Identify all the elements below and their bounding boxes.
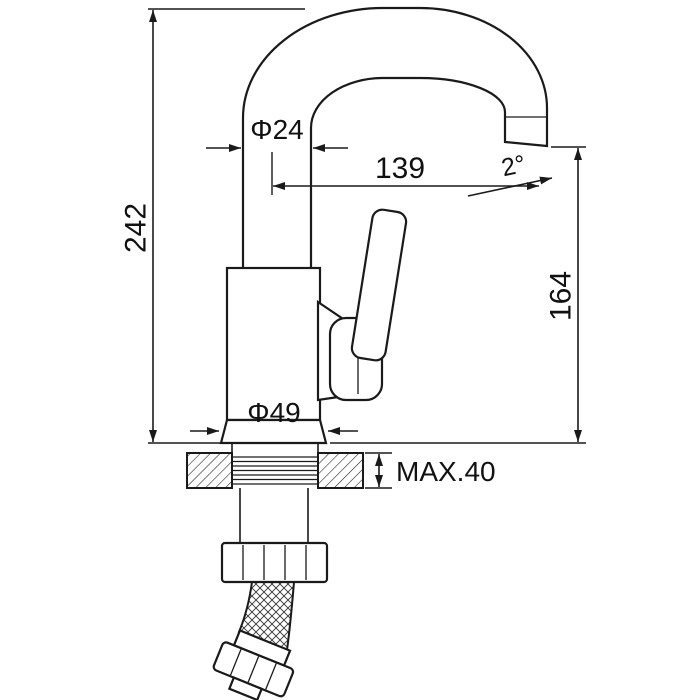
dim-deck-thickness: MAX.40: [365, 452, 496, 489]
dim-label-242: 242: [120, 203, 153, 253]
dim-label-164: 164: [545, 271, 578, 321]
angle-reference-line: [467, 176, 553, 197]
faucet-figure: [186, 6, 549, 700]
dim-base-diameter: Φ49: [190, 397, 358, 435]
dim-outlet-height: 164: [330, 146, 586, 444]
hose-end-fitting: [212, 629, 295, 700]
dimensions: 242 Φ24 139 2°: [120, 8, 586, 489]
fitting-stub: [227, 676, 264, 700]
threaded-shank: [232, 456, 318, 485]
faucet-body: [225, 266, 322, 422]
dim-spout-reach: 139: [271, 152, 539, 195]
base-flare: [219, 418, 328, 445]
handle-lever: [350, 208, 408, 362]
dim-spout-pipe-diameter: Φ24: [206, 114, 348, 152]
fitting-nut-facets: [229, 648, 277, 690]
dim-total-height: 242: [120, 8, 305, 444]
spout-gooseneck: [241, 6, 549, 282]
mounting-nut: [220, 541, 329, 584]
deck-flange-right: [317, 452, 364, 489]
dim-label-139: 139: [375, 152, 425, 185]
deck-flange-left: [186, 452, 233, 489]
dim-label-2deg: 2°: [499, 150, 528, 182]
mounting-nut-facets: [242, 545, 307, 580]
dim-outlet-angle: 2°: [467, 150, 553, 197]
dim-label-max40: MAX.40: [396, 456, 496, 487]
dim-label-phi49: Φ49: [247, 397, 300, 428]
dim-label-phi24: Φ24: [250, 114, 303, 145]
